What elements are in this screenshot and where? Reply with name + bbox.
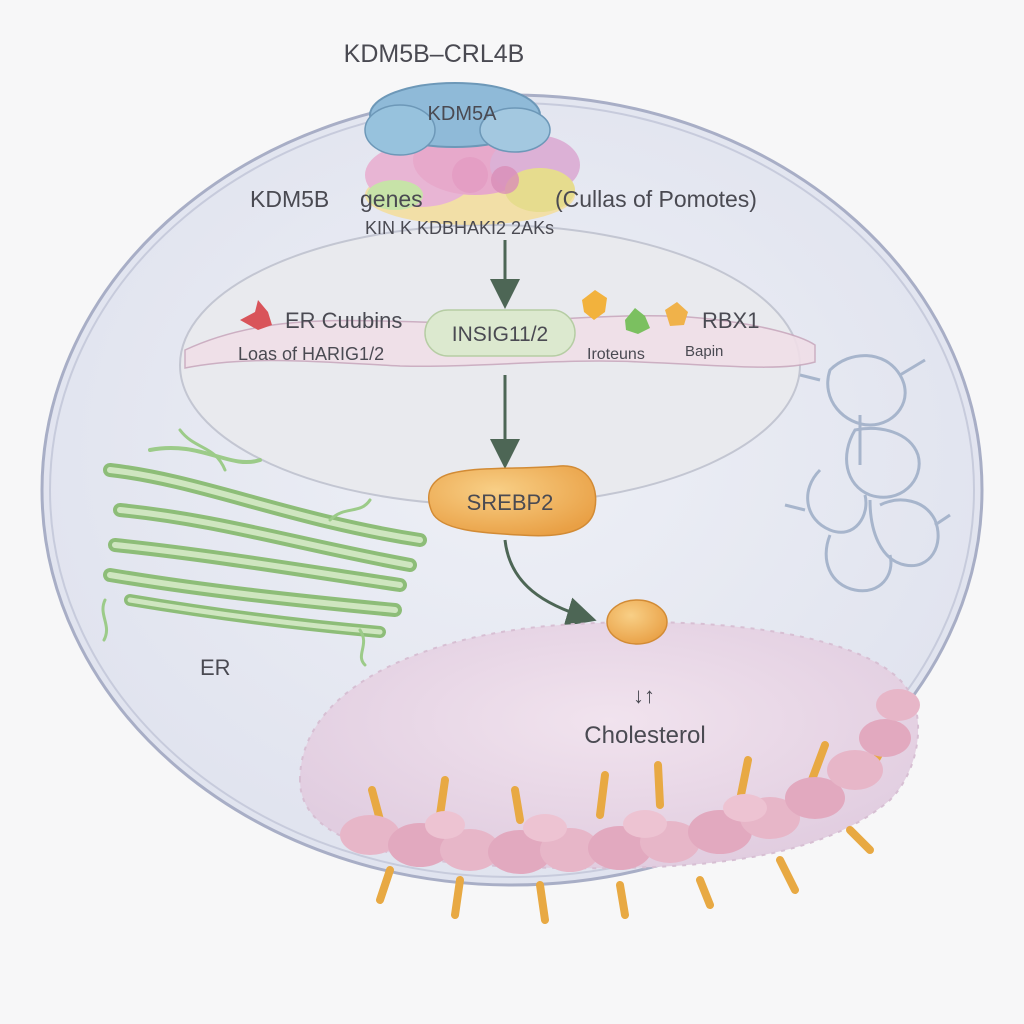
ubiquitin-icon (240, 300, 272, 330)
gene-row-middle: genes (360, 186, 423, 212)
nucleus-marker: ↓↑ (633, 683, 655, 708)
srebp2-label: SREBP2 (467, 490, 554, 515)
cholesterol-label: Cholesterol (584, 722, 705, 749)
insig-box (424, 309, 576, 357)
kdm5b-crl4b-complex (364, 82, 580, 225)
gene-row-left: KDM5B (250, 186, 329, 212)
protein-chain (340, 689, 920, 924)
arrow-srebp-to-nucleus (503, 539, 597, 627)
er-band-right-sub: Iroteuns (587, 346, 645, 363)
er-label: ER (200, 655, 231, 680)
er-band-left-label: ER Cuubins (285, 308, 402, 333)
srebp-nuclear-droplet (606, 599, 668, 645)
er-band-right-label: RBX1 (702, 308, 759, 333)
title: KDM5B–CRL4B (344, 40, 525, 68)
protein-shapes-icon (582, 290, 688, 334)
insig-label: INSIG11/2 (452, 323, 549, 346)
gene-row-right: (Cullas of Pomotes) (555, 186, 757, 212)
er-band-left-sub: Loas of HARIG1/2 (238, 344, 384, 364)
gene-row-sub: KIN K KDBHAKI2 2AKs (365, 218, 554, 238)
er-stacks (101, 428, 427, 667)
er-band-right-sub2: Bapin (685, 343, 723, 360)
srebp2-shape (427, 465, 597, 537)
molecular-network-icon (784, 354, 951, 593)
complex-label: KDM5A (428, 103, 498, 125)
